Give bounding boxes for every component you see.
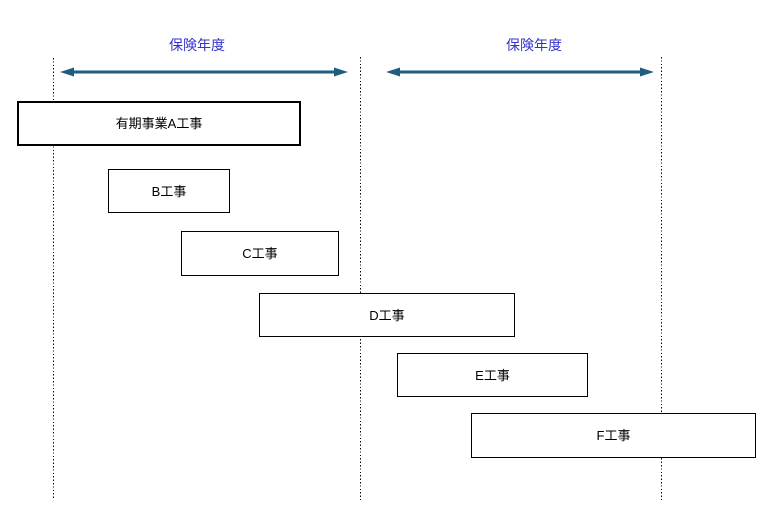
project-label-c: C工事 — [242, 246, 278, 261]
project-label-d: D工事 — [369, 307, 405, 323]
project-label-a: 有期事業A工事 — [115, 116, 203, 131]
period-label-year1: 保険年度 — [169, 37, 225, 53]
year-boundary-line-right — [661, 57, 662, 500]
year-boundary-line-left — [53, 58, 54, 500]
project-label-f: F工事 — [596, 428, 631, 443]
project-box-f: F工事 — [471, 413, 756, 458]
period-label-year2: 保険年度 — [506, 37, 562, 53]
project-label-e: E工事 — [475, 367, 510, 383]
double-arrow-icon-year2 — [386, 67, 654, 77]
project-box-b: B工事 — [108, 169, 230, 213]
double-arrow-icon-year1 — [60, 67, 348, 77]
project-box-d: D工事 — [259, 293, 515, 337]
project-box-e: E工事 — [397, 353, 588, 397]
project-box-a: 有期事業A工事 — [17, 101, 301, 146]
project-box-c: C工事 — [181, 231, 339, 276]
year-boundary-line-middle — [360, 57, 361, 500]
project-label-b: B工事 — [151, 183, 187, 199]
